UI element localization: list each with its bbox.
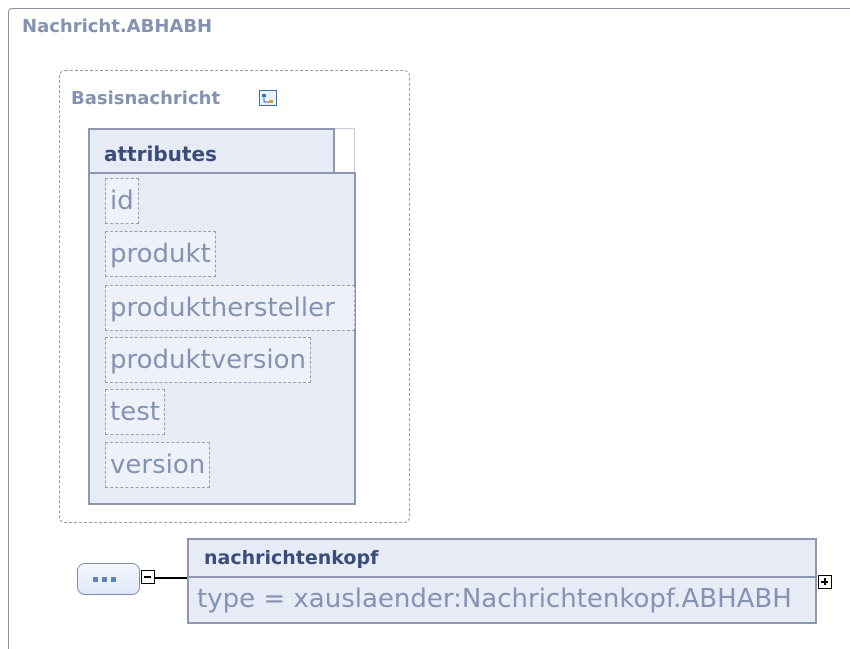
attribute-version[interactable]: version xyxy=(105,442,211,488)
child-element-divider xyxy=(187,576,817,578)
complex-type-icon[interactable] xyxy=(259,90,277,106)
attribute-produkthersteller[interactable]: produkthersteller xyxy=(105,285,355,331)
root-element-frame xyxy=(8,8,850,649)
attributes-title: attributes xyxy=(104,142,217,166)
attribute-produktversion[interactable]: produktversion xyxy=(105,337,311,383)
base-type-group xyxy=(59,70,410,523)
root-element-title: Nachricht.ABHABH xyxy=(22,16,213,37)
attributes-tab[interactable] xyxy=(88,128,335,174)
child-element-name: nachrichtenkopf xyxy=(204,547,379,569)
expand-button[interactable] xyxy=(818,575,832,589)
attribute-test[interactable]: test xyxy=(105,389,165,435)
collapse-button[interactable] xyxy=(141,570,155,584)
attributes-tab-corner xyxy=(335,128,355,174)
child-element-type: type = xauslaender:Nachrichtenkopf.ABHAB… xyxy=(197,584,792,614)
attribute-id[interactable]: id xyxy=(105,178,139,224)
child-element-box[interactable] xyxy=(187,538,817,624)
sequence-icon xyxy=(93,576,125,582)
connector-line xyxy=(155,577,188,579)
base-type-title: Basisnachricht xyxy=(71,88,221,109)
attribute-produkt[interactable]: produkt xyxy=(105,231,216,277)
sequence-compositor[interactable] xyxy=(77,563,140,595)
